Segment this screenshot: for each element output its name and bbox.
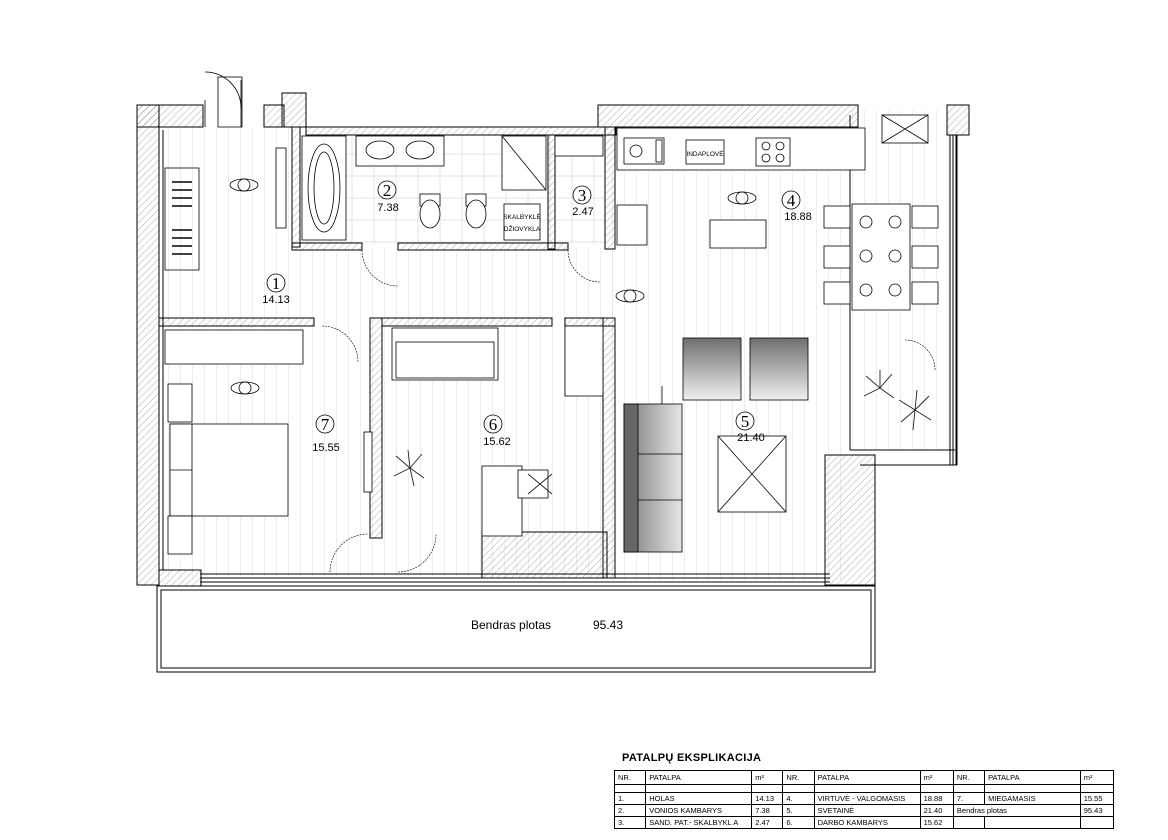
hall-wardrobe <box>164 147 287 271</box>
svg-text:SKALBYKLĖ: SKALBYKLĖ <box>503 212 541 221</box>
dining-table <box>823 203 939 311</box>
room-1-number: 1 <box>272 274 281 293</box>
room-5-area: 21.40 <box>737 432 765 444</box>
work-room-furniture <box>363 325 604 537</box>
schedule-row: 2. VONIOS KAMBARYS 7.38 5. SVETAINĖ 21.4… <box>613 804 1115 817</box>
header-m2: m² <box>1079 770 1115 785</box>
room-labels: 1 14.13 2 7.38 3 2.47 4 18.88 5 21.40 6 … <box>262 180 812 454</box>
kitchen-counter <box>616 127 866 249</box>
bathroom-fixtures <box>301 135 604 241</box>
room-2-number: 2 <box>383 181 392 200</box>
person-icon <box>229 178 757 395</box>
walls <box>136 92 970 587</box>
room-7-number: 7 <box>321 415 330 434</box>
schedule-table: NR. PATALPA m² NR. PATALPA m² NR. PATALP… <box>613 770 1115 829</box>
room-schedule: PATALPŲ EKSPLIKACIJA NR. PATALPA m² NR. … <box>613 752 1115 829</box>
total-area-label: Bendras plotas <box>471 618 551 632</box>
svg-text:DŽIOVYKLA: DŽIOVYKLA <box>504 224 541 233</box>
header-m2: m² <box>751 770 784 785</box>
header-nr: NR. <box>782 770 815 785</box>
bedroom-furniture <box>164 329 304 555</box>
header-m2: m² <box>919 770 954 785</box>
living-room-furniture <box>623 337 809 553</box>
schedule-title: PATALPŲ EKSPLIKACIJA <box>622 752 762 764</box>
room-3-number: 3 <box>578 186 587 205</box>
schedule-row: 1. HOLAS 14.13 4. VIRTUVĖ - VALGOMASIS 1… <box>613 792 1115 805</box>
room-4-area: 18.88 <box>784 211 812 223</box>
total-area-value: 95.43 <box>593 618 623 632</box>
header-nr: NR. <box>613 770 647 785</box>
room-4-number: 4 <box>787 191 796 210</box>
entrance-door <box>204 71 243 128</box>
header-nr: NR. <box>952 770 986 785</box>
room-7-area: 15.55 <box>312 442 340 454</box>
laundry-label: SKALBYKLĖ DŽIOVYKLA <box>503 212 541 233</box>
door-swings <box>321 249 936 573</box>
schedule-spacer-row <box>613 784 1115 793</box>
header-patalpa: PATALPA <box>984 770 1081 785</box>
room-5-number: 5 <box>741 412 750 431</box>
total-area: Bendras plotas 95.43 <box>471 618 623 632</box>
room-1-area: 14.13 <box>262 294 290 306</box>
room-3-area: 2.47 <box>572 206 593 218</box>
room-6-area: 15.62 <box>483 436 511 448</box>
schedule-header-row: NR. PATALPA m² NR. PATALPA m² NR. PATALP… <box>613 770 1115 785</box>
terrace <box>156 585 876 673</box>
room-6-number: 6 <box>489 415 498 434</box>
schedule-row: 3. SAND. PAT.- SKALBYKL A 2.47 6. DARBO … <box>613 816 1115 829</box>
room-2-area: 7.38 <box>377 202 398 214</box>
dishwasher-label: INDAPLOVĖ <box>686 149 724 158</box>
header-patalpa: PATALPA <box>813 770 921 785</box>
header-patalpa: PATALPA <box>645 770 753 785</box>
balcony-window-box <box>881 114 929 144</box>
plant-icon <box>393 370 932 495</box>
